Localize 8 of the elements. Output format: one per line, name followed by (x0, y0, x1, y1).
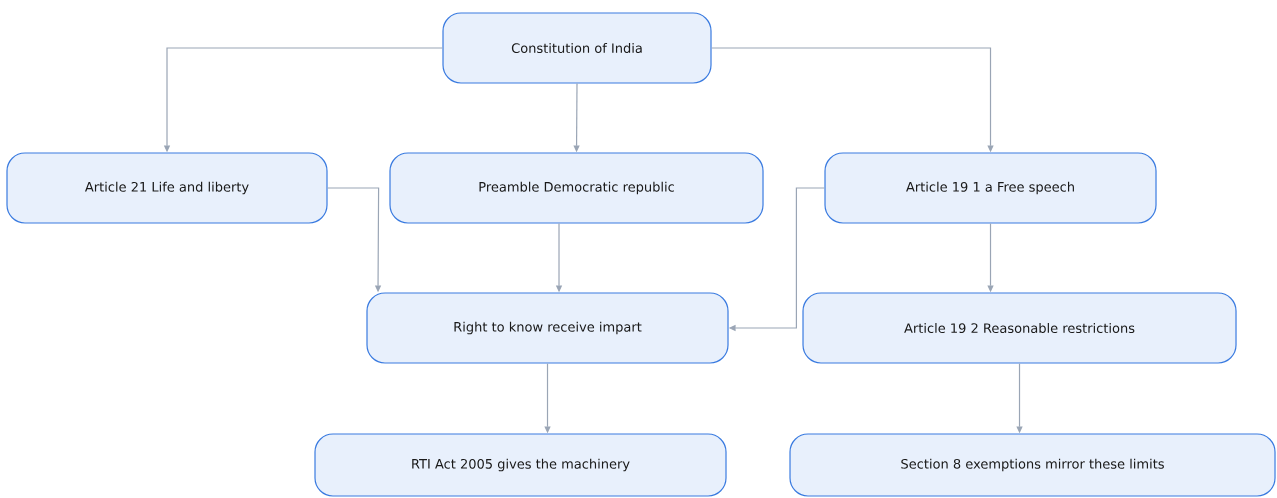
rounded-box: Article 19 2 Reasonable restrictions (802, 292, 1237, 364)
rounded-box: Article 19 1 a Free speech (824, 152, 1157, 224)
rounded-box: Constitution of India (442, 12, 712, 84)
rounded-box: Section 8 exemptions mirror these limits (789, 433, 1276, 497)
rounded-box: Preamble Democratic republic (389, 152, 764, 224)
rounded-box: Article 21 Life and liberty (6, 152, 328, 224)
rounded-box: Right to know receive impart (366, 292, 729, 364)
rounded-box: RTI Act 2005 gives the machinery (314, 433, 727, 497)
